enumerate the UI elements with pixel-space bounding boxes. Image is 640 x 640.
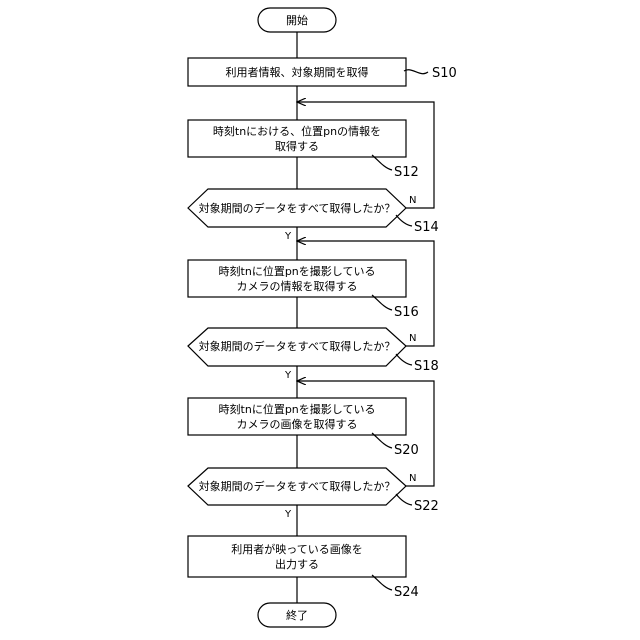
- s24-step-label: S24: [394, 585, 419, 600]
- process-s20: 時刻tnに位置pnを撮影している カメラの画像を取得する S20: [188, 398, 419, 458]
- s20-text-line1: 時刻tnに位置pnを撮影している: [219, 402, 376, 416]
- s10-leader: [404, 70, 428, 74]
- s10-step-label: S10: [432, 66, 457, 81]
- decision-s18: 対象期間のデータをすべて取得したか？ N Y S18: [188, 328, 439, 381]
- s16-text-line2: カメラの情報を取得する: [237, 280, 358, 293]
- s20-step-label: S20: [394, 443, 419, 458]
- end-label: 終了: [286, 608, 308, 622]
- process-s10: 利用者情報、対象期間を取得 S10: [188, 58, 457, 86]
- s16-step-label: S16: [394, 305, 419, 320]
- s18-leader: [396, 354, 412, 365]
- s16-text-line1: 時刻tnに位置pnを撮影している: [219, 264, 376, 278]
- start-terminal: 開始: [258, 8, 336, 32]
- s18-step-label: S18: [414, 359, 439, 374]
- process-s24: 利用者が映っている画像を 出力する S24: [188, 536, 419, 600]
- s14-yes-label: Y: [284, 231, 292, 242]
- s12-text-line1: 時刻tnにおける、位置pnの情報を: [213, 124, 381, 138]
- s14-leader: [396, 215, 412, 226]
- s14-text: 対象期間のデータをすべて取得したか？: [199, 201, 396, 215]
- s24-text-line2: 出力する: [275, 557, 319, 571]
- process-s16: 時刻tnに位置pnを撮影している カメラの情報を取得する S16: [188, 260, 419, 320]
- s12-step-label: S12: [394, 165, 419, 180]
- s22-no-label: N: [409, 473, 416, 484]
- s22-text: 対象期間のデータをすべて取得したか？: [199, 479, 396, 493]
- s22-yes-label: Y: [284, 509, 292, 520]
- s22-step-label: S22: [414, 499, 439, 514]
- s18-yes-label: Y: [284, 370, 292, 381]
- process-s12: 時刻tnにおける、位置pnの情報を 取得する S12: [188, 120, 419, 180]
- start-label: 開始: [286, 13, 308, 27]
- s18-no-label: N: [409, 333, 416, 344]
- s10-text: 利用者情報、対象期間を取得: [226, 65, 369, 79]
- s14-no-label: N: [409, 195, 416, 206]
- decision-s22: 対象期間のデータをすべて取得したか？ N Y S22: [188, 468, 439, 520]
- s22-leader: [396, 494, 412, 505]
- s20-text-line2: カメラの画像を取得する: [237, 418, 358, 431]
- end-terminal: 終了: [258, 603, 336, 627]
- s12-text-line2: 取得する: [275, 140, 319, 153]
- s24-text-line1: 利用者が映っている画像を: [231, 542, 362, 556]
- decision-s14: 対象期間のデータをすべて取得したか？ N Y S14: [188, 189, 439, 242]
- s14-step-label: S14: [414, 220, 439, 235]
- s18-text: 対象期間のデータをすべて取得したか？: [199, 339, 396, 353]
